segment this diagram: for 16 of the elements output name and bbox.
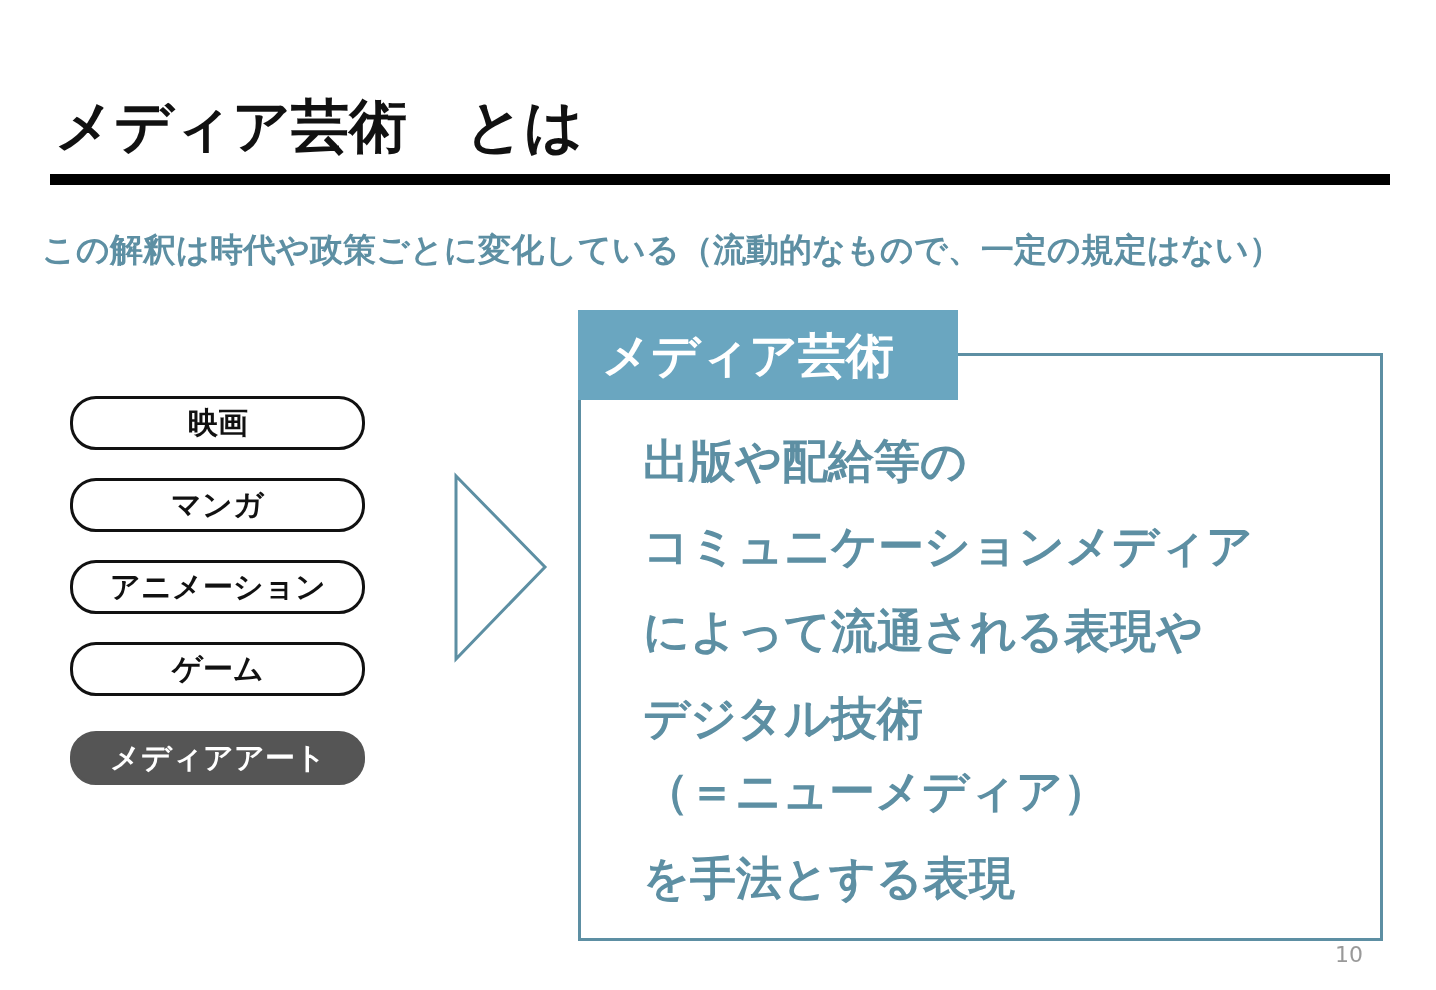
body-text: 出版や配給等の: [643, 433, 967, 490]
category-pill: ゲーム: [70, 642, 365, 696]
body-text: によって流通される表現や: [643, 603, 1203, 660]
body-text: コミュニケーションメディア: [643, 518, 1253, 575]
chevron-arrow: [454, 472, 548, 663]
body-text: デジタル技術: [643, 690, 923, 747]
highlighted-pill: メディアアート: [70, 731, 365, 785]
subtitle-note: この解釈は時代や政策ごとに変化している（流動的なもので、一定の規定はない）: [42, 229, 1282, 271]
category-pill: 映画: [70, 396, 365, 450]
panel-heading: メディア芸術: [578, 310, 958, 400]
page-number: 10: [1335, 942, 1363, 967]
body-text: （＝ニューメディア）: [643, 763, 1109, 820]
category-pill: マンガ: [70, 478, 365, 532]
category-pill: アニメーション: [70, 560, 365, 614]
body-text: を手法とする表現: [643, 850, 1015, 907]
slide-title: メディア芸術 とは: [55, 91, 583, 162]
